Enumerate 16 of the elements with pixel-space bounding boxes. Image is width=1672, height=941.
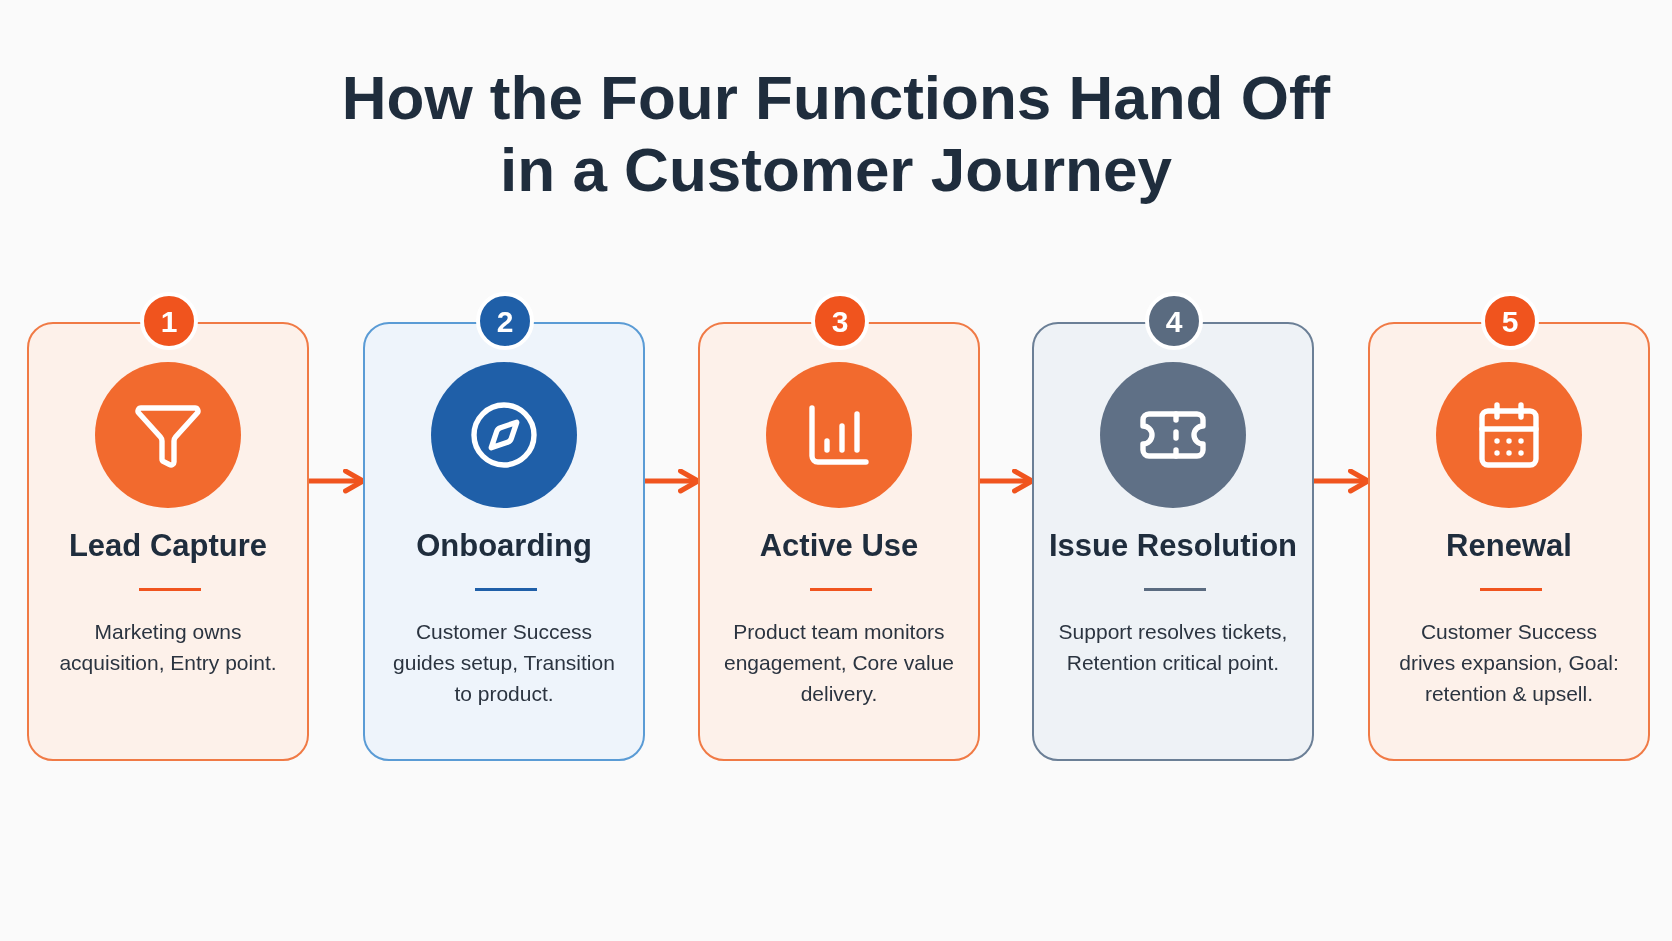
step-number-badge: 2 [476, 292, 534, 350]
step-number-badge: 5 [1481, 292, 1539, 350]
step-number-badge: 3 [811, 292, 869, 350]
card-description: Support resolves tickets, Retention critical point. [1057, 619, 1289, 676]
card-title: Lead Capture [67, 527, 269, 565]
step-number-badge: 4 [1145, 292, 1203, 350]
card-description: Customer Success drives expansion, Goal: retention & upsell. [1398, 619, 1620, 707]
card-title: Issue Resolution [1047, 527, 1298, 565]
card-description: Marketing owns acquisition, Entry point. [58, 619, 278, 676]
card-description: Product team monitors engagement, Core value delivery. [723, 619, 955, 707]
title: How the Four Functions Hand Off in a Customer Journey [340, 62, 1332, 206]
card-description: Customer Success guides setup, Transition to product. [392, 619, 616, 707]
card-title: Active Use [758, 527, 920, 565]
card-title: Renewal [1445, 527, 1573, 565]
card-title: Onboarding [415, 527, 593, 565]
step-number-badge: 1 [140, 292, 198, 350]
